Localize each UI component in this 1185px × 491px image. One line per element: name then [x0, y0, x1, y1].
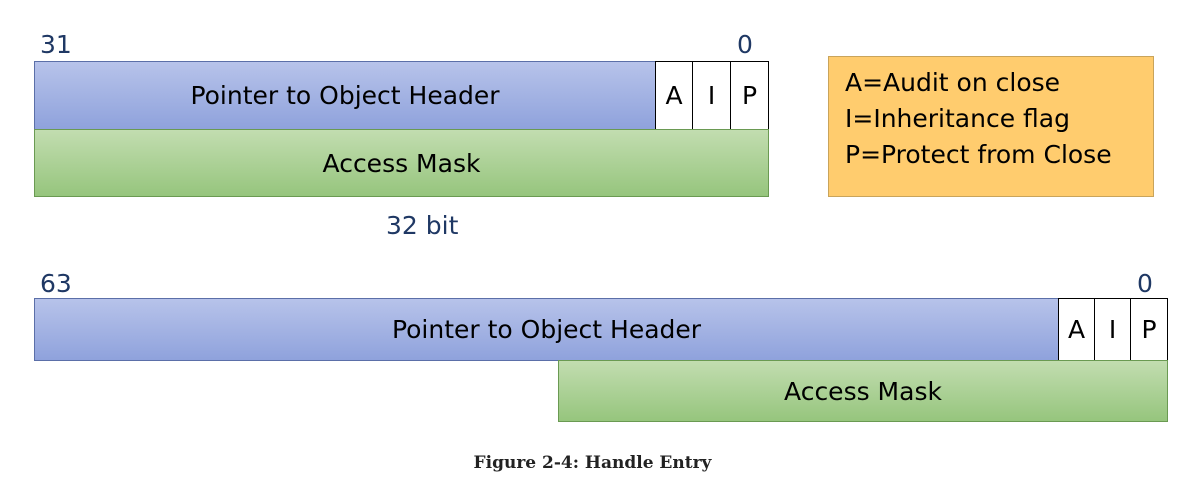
top-access-mask-field: Access Mask	[34, 129, 769, 197]
bottom-flag-a: A	[1058, 298, 1095, 361]
top-size-label: 32 bit	[386, 211, 459, 240]
legend-item-audit: A=Audit on close	[845, 68, 1061, 97]
top-pointer-label: Pointer to Object Header	[190, 81, 500, 110]
legend-item-protect: P=Protect from Close	[845, 140, 1112, 169]
bottom-flag-p: P	[1130, 298, 1168, 361]
bottom-flag-a-label: A	[1067, 315, 1086, 344]
bottom-pointer-label: Pointer to Object Header	[391, 315, 702, 344]
legend-item-inheritance: I=Inheritance flag	[845, 104, 1070, 133]
bottom-access-mask-field: Access Mask	[558, 360, 1168, 422]
top-flag-a: A	[655, 61, 693, 130]
bottom-low-bit-label: 0	[1137, 269, 1153, 298]
top-flag-a-label: A	[665, 81, 683, 110]
top-flag-i-label: I	[707, 81, 716, 110]
bottom-pointer-field: Pointer to Object Header	[34, 298, 1059, 361]
bottom-access-mask-label: Access Mask	[784, 376, 942, 406]
bottom-high-bit-label: 63	[40, 269, 72, 298]
top-flag-i: I	[692, 61, 731, 130]
flag-legend: A=Audit on close I=Inheritance flag P=Pr…	[828, 56, 1154, 197]
top-flag-p-label: P	[741, 81, 758, 110]
top-low-bit-label: 0	[737, 30, 753, 59]
top-flag-p: P	[730, 61, 769, 130]
bottom-flag-p-label: P	[1141, 315, 1157, 344]
figure-caption: Figure 2-4: Handle Entry	[473, 453, 712, 473]
bottom-flag-i: I	[1094, 298, 1131, 361]
top-pointer-field: Pointer to Object Header	[34, 61, 656, 130]
top-access-mask-label: Access Mask	[322, 148, 481, 178]
bottom-flag-i-label: I	[1108, 315, 1117, 344]
top-high-bit-label: 31	[40, 30, 72, 59]
